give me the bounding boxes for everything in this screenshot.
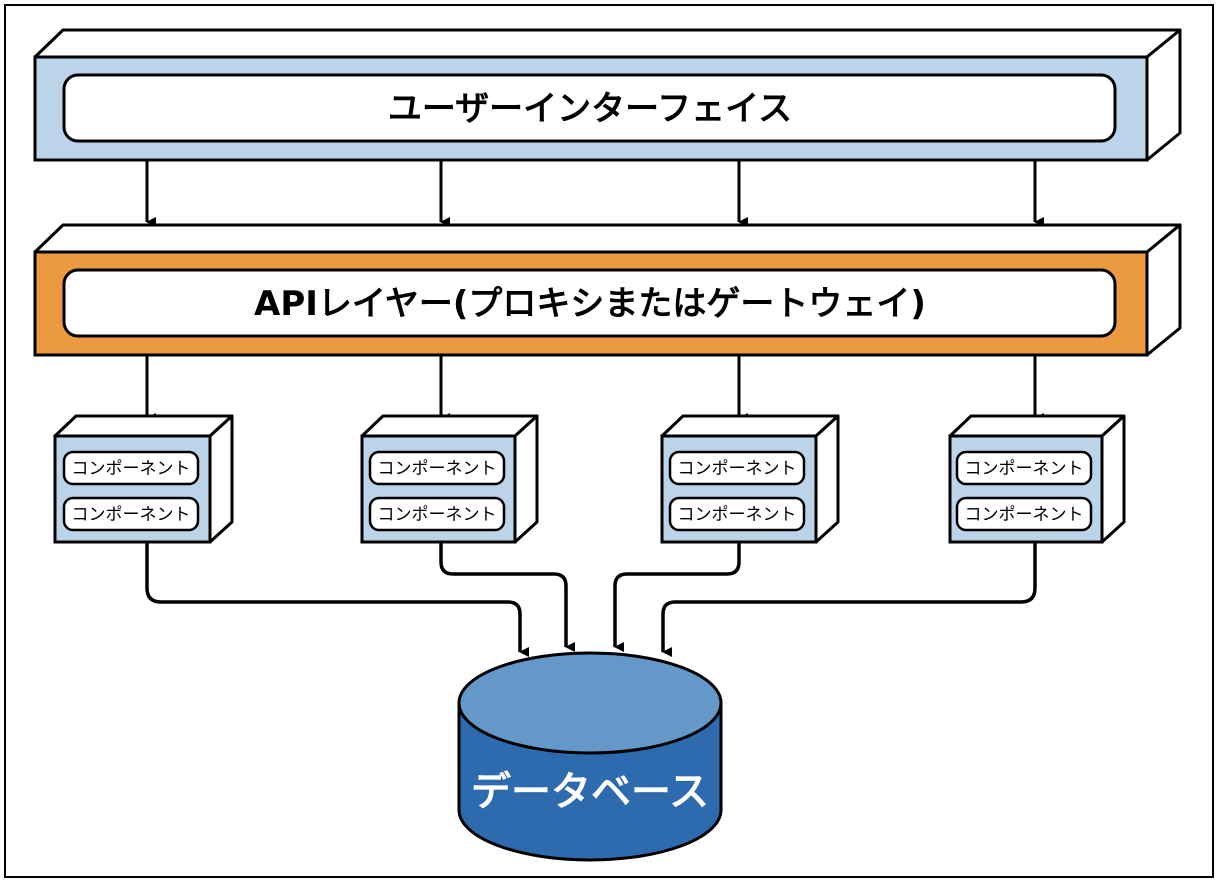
api-layer-label: APIレイヤー(プロキシまたはゲートウェイ) [254,284,926,324]
database-cylinder: データベース [457,651,723,862]
component-label: コンポーネント [965,459,1084,479]
connector-group3-db [613,542,741,652]
component-group-1: コンポーネント コンポーネント [53,414,234,544]
component-group-3: コンポーネント コンポーネント [660,414,840,544]
component-box [668,496,806,532]
ui-layer: ユーザーインターフェイス [33,28,1182,162]
component-group-top-face [360,414,539,438]
component-label: コンポーネント [72,459,191,479]
connector-group1-db [145,542,529,657]
database-label: データベース [471,769,709,815]
ui-layer-label-box [62,73,1117,143]
api-to-component-arrows [145,355,1044,423]
component-box [62,450,200,486]
component-box [62,496,200,532]
component-group-side-face [208,414,234,544]
api-layer-label-box [62,268,1117,338]
component-group-top-face [948,414,1126,438]
component-label: コンポーネント [378,459,497,479]
component-label: コンポーネント [72,505,191,525]
component-group-2: コンポーネント コンポーネント [360,414,539,544]
api-layer: APIレイヤー(プロキシまたはゲートウェイ) [33,223,1182,357]
component-box [368,450,506,486]
component-group-4: コンポーネント コンポーネント [948,414,1126,544]
connector-group2-db [439,542,575,652]
api-layer-top-face [33,223,1182,254]
component-group-side-face [1100,414,1126,544]
component-to-db-connectors [145,542,1037,657]
component-group-side-face [513,414,539,544]
component-box [668,450,806,486]
component-box [955,450,1093,486]
ui-layer-top-face [33,28,1182,59]
connector-group4-db [661,542,1037,657]
database-top [457,651,723,755]
component-label: コンポーネント [678,459,797,479]
component-label: コンポーネント [965,505,1084,525]
component-group-top-face [660,414,840,438]
ui-to-api-arrows [145,160,1044,227]
component-label: コンポーネント [678,505,797,525]
component-group-top-face [53,414,234,438]
component-box [368,496,506,532]
component-box [955,496,1093,532]
component-label: コンポーネント [378,505,497,525]
component-group-side-face [814,414,840,544]
ui-layer-label: ユーザーインターフェイス [388,89,792,129]
